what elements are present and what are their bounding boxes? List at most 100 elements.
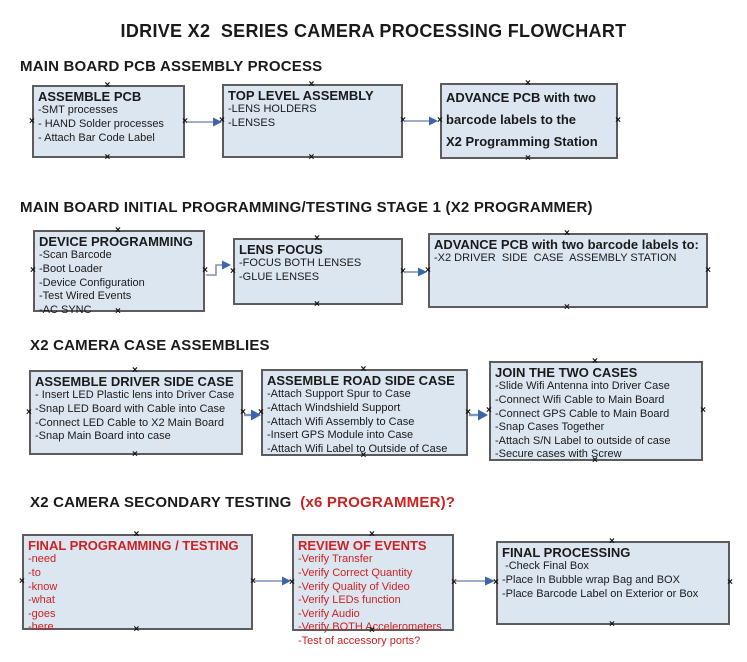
box-title: LENS FOCUS: [239, 242, 323, 257]
box-item: -Attach Windshield Support: [267, 401, 401, 414]
box-item: -Verify Quality of Video: [298, 580, 410, 593]
connection-handle-icon: ×: [202, 265, 208, 276]
page-title: IDRIVE X2 SERIES CAMERA PROCESSING FLOWC…: [120, 21, 627, 41]
connection-handle-icon: ×: [705, 264, 711, 276]
box-item: -Connect GPS Cable to Main Board: [495, 407, 670, 420]
flow-box-assemble-pcb: ASSEMBLE PCB -SMT processes - HAND Solde…: [29, 81, 188, 163]
connector-arrow: [455, 576, 495, 586]
section-heading-initial-programming: MAIN BOARD INITIAL PROGRAMMING/TESTING S…: [20, 199, 593, 216]
box-item: -Verify BOTH Accelerometers: [298, 621, 442, 634]
box-item: -SMT processes: [38, 104, 118, 117]
connector-arrow: [469, 409, 488, 421]
box-item: -Verify Audio: [298, 607, 360, 620]
box-item: -Check Final Box: [502, 560, 589, 573]
connection-handle-icon: ×: [104, 152, 111, 163]
box-item: -AC SYNC: [39, 303, 92, 316]
box-item: -Scan Barcode: [39, 249, 112, 262]
flow-box-top-level-assembly: TOP LEVEL ASSEMBLY -LENS HOLDERS -LENSES…: [219, 80, 406, 163]
connector-arrow: [404, 267, 427, 277]
flow-box-lens-focus: LENS FOCUS -FOCUS BOTH LENSES -GLUE LENS…: [230, 234, 406, 310]
box-item: -Attach S/N Label to outside of case: [495, 434, 671, 447]
flow-box-final-processing: FINAL PROCESSING -Check Final Box -Place…: [493, 537, 733, 630]
connection-handle-icon: ×: [289, 576, 295, 588]
connection-handle-icon: ×: [564, 302, 570, 313]
connection-handle-icon: ×: [486, 405, 492, 416]
section-heading-case-assemblies: X2 CAMERA CASE ASSEMBLIES: [30, 337, 270, 354]
box-item: -goes: [28, 607, 56, 620]
connection-handle-icon: ×: [230, 265, 236, 277]
box-item: -Place Barcode Label on Exterior or Box: [502, 587, 699, 600]
box-item: -Place In Bubble wrap Bag and BOX: [502, 573, 680, 586]
connection-handle-icon: ×: [525, 153, 531, 164]
box-title: FINAL PROGRAMMING / TESTING: [28, 538, 239, 553]
box-title: ASSEMBLE DRIVER SIDE CASE: [35, 374, 234, 389]
connection-handle-icon: ×: [493, 577, 499, 588]
box-item: -X2 DRIVER SIDE CASE ASSEMBLY STATION: [434, 252, 677, 265]
connection-handle-icon: ×: [26, 406, 32, 418]
connection-handle-icon: ×: [451, 576, 457, 588]
connection-handle-icon: ×: [19, 576, 25, 587]
flow-box-final-programming-testing: FINAL PROGRAMMING / TESTING -need -to -k…: [19, 530, 256, 635]
connector-arrow: [206, 260, 231, 276]
flow-box-advance-pcb-programming-station: ADVANCE PCB with two barcode labels to t…: [437, 79, 621, 164]
box-item: -Connect LED Cable to X2 Main Board: [35, 416, 224, 429]
box-item: -here: [28, 621, 54, 634]
section-heading-pcb-assembly: MAIN BOARD PCB ASSEMBLY PROCESS: [20, 58, 323, 75]
connector-arrow: [404, 116, 438, 126]
box-item: -know: [28, 580, 58, 593]
box-item: - HAND Solder processes: [38, 117, 164, 130]
connection-handle-icon: ×: [609, 619, 615, 630]
connection-handle-icon: ×: [240, 406, 246, 418]
section-heading-secondary-testing-text: X2 CAMERA SECONDARY TESTING: [30, 494, 296, 511]
flow-box-assemble-driver-side-case: ASSEMBLE DRIVER SIDE CASE - Insert LED P…: [26, 366, 246, 460]
box-item: -Snap LED Board with Cable into Case: [35, 402, 226, 415]
box-item: -need: [28, 553, 57, 566]
flow-box-device-programming: DEVICE PROGRAMMING -Scan Barcode -Boot L…: [30, 226, 208, 317]
connection-handle-icon: ×: [182, 115, 188, 127]
connection-handle-icon: ×: [30, 265, 36, 276]
connection-handle-icon: ×: [132, 449, 138, 460]
box-item: - Attach Bar Code Label: [38, 131, 155, 144]
box-item: -Test of accessory ports?: [298, 635, 421, 648]
box-item: -Snap Cases Together: [495, 421, 605, 434]
connection-handle-icon: ×: [219, 115, 225, 126]
box-item: -LENSES: [228, 116, 276, 129]
box-item: -Attach Wifi Assembly to Case: [267, 415, 415, 428]
box-item: -LENS HOLDERS: [228, 103, 317, 116]
box-item: -Attach Support Spur to Case: [267, 388, 411, 401]
box-item: -Verify Transfer: [298, 553, 373, 566]
box-item: -Verify LEDs function: [298, 594, 401, 607]
connection-handle-icon: ×: [727, 577, 733, 588]
connection-handle-icon: ×: [425, 264, 431, 276]
section-heading-secondary-testing: X2 CAMERA SECONDARY TESTING (x6 PROGRAMM…: [30, 494, 455, 511]
box-item: - Insert LED Plastic lens into Driver Ca…: [35, 389, 235, 402]
box-item: -Attach Wifi Label to Outside of Case: [267, 442, 448, 455]
connection-handle-icon: ×: [700, 405, 706, 416]
box-title: REVIEW OF EVENTS: [298, 538, 427, 553]
connection-handle-icon: ×: [308, 152, 315, 163]
connection-handle-icon: ×: [437, 115, 443, 126]
box-title: ASSEMBLE PCB: [38, 89, 142, 104]
box-title: JOIN THE TWO CASES: [495, 365, 638, 380]
connection-handle-icon: ×: [29, 115, 35, 127]
box-item: -Secure cases with Screw: [495, 448, 622, 461]
box-item: -Device Configuration: [39, 276, 145, 289]
connector-arrow: [187, 117, 222, 127]
box-item: -Verify Correct Quantity: [298, 566, 413, 579]
box-title: ASSEMBLE ROAD SIDE CASE: [267, 373, 455, 388]
connection-handle-icon: ×: [400, 115, 406, 126]
box-title: FINAL PROCESSING: [502, 545, 631, 560]
box-title: DEVICE PROGRAMMING: [39, 234, 193, 249]
box-item: -to: [28, 566, 41, 579]
box-item: -Insert GPS Module into Case: [267, 429, 414, 442]
box-item: -Slide Wifi Antenna into Driver Case: [495, 380, 670, 393]
connector-arrow: [244, 409, 261, 421]
connection-handle-icon: ×: [400, 265, 406, 277]
box-item: -what: [28, 594, 55, 607]
box-item: -Snap Main Board into case: [35, 430, 171, 443]
flow-box-join-the-two-cases: JOIN THE TWO CASES -Slide Wifi Antenna i…: [486, 357, 706, 466]
section-heading-secondary-testing-red-suffix: (x6 PROGRAMMER)?: [295, 494, 456, 511]
box-item: -FOCUS BOTH LENSES: [239, 257, 362, 270]
connection-handle-icon: ×: [250, 576, 256, 587]
